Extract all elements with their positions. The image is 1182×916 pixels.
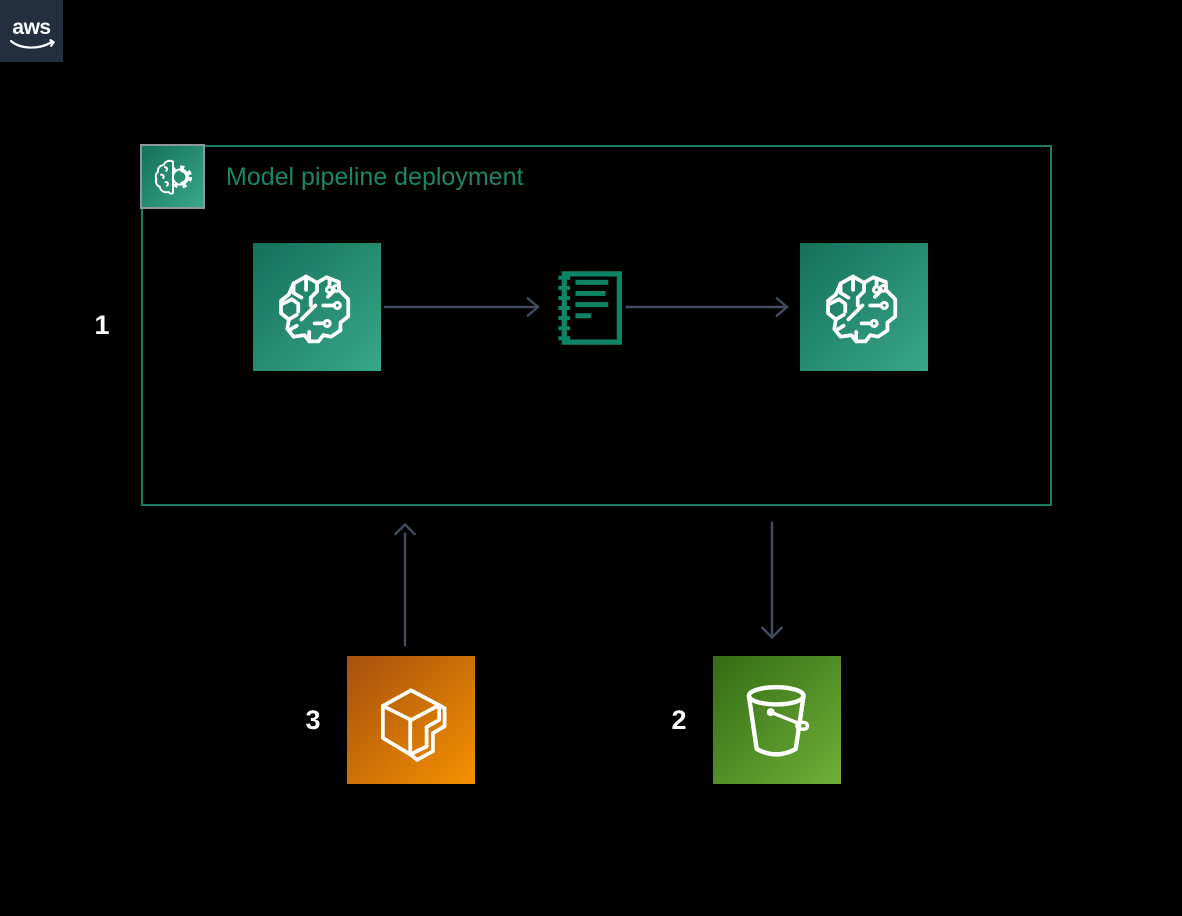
group-title: Model pipeline deployment — [226, 163, 524, 191]
s3-bucket-icon — [713, 656, 841, 784]
arrow-group-to-s3-down — [760, 521, 784, 640]
container-registry-cube-icon — [347, 656, 475, 784]
step-3-label: 3 — [305, 705, 321, 735]
brain-circuit-glyph — [826, 274, 898, 344]
aws-logo-text: aws — [12, 15, 51, 39]
brain-circuit-glyph — [279, 274, 351, 344]
brain-gear-glyph — [154, 159, 192, 195]
arrow-registry-to-group-up — [393, 522, 417, 647]
sagemaker-brain-circuit-icon-left — [253, 243, 381, 371]
step-2-label: 2 — [671, 705, 687, 735]
step-1-label: 1 — [94, 310, 110, 340]
notebook-icon — [558, 271, 622, 345]
sagemaker-brain-gear-icon — [140, 144, 205, 209]
cube-glyph — [381, 688, 447, 762]
sagemaker-brain-circuit-icon-right — [800, 243, 928, 371]
bucket-glyph — [746, 685, 810, 757]
aws-logo: aws — [0, 0, 63, 62]
aws-smile-icon — [9, 38, 55, 49]
model-pipeline-group-box — [141, 145, 1052, 506]
